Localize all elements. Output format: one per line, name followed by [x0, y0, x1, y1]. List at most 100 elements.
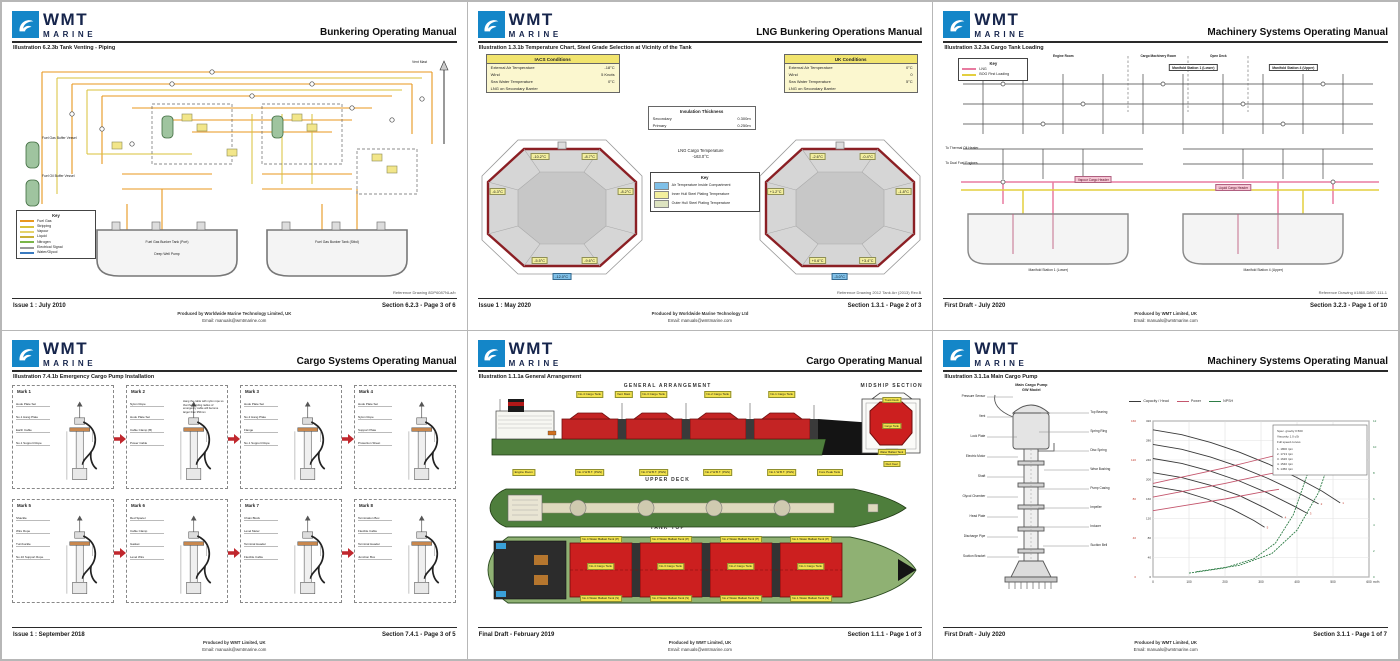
power-tick-label: 40: [1133, 536, 1137, 540]
logo-text: WMT MARINE: [509, 11, 562, 39]
footer-row: First Draft - July 2020 Section 3.1.1 - …: [944, 632, 1387, 638]
chart-series-head: [1153, 458, 1309, 514]
legend-swatch: [20, 220, 34, 223]
curve-number-label: 3: [1310, 512, 1312, 516]
lng-lines: [961, 181, 1380, 214]
part-callout-label: Power Cable: [130, 441, 164, 447]
reference-drawing-note: Reference Drawing 2012 Tank Arr (2013) R…: [836, 290, 922, 295]
footer-row: First Draft - July 2020 Section 3.2.3 - …: [944, 303, 1387, 309]
ga-label-chip: No.1 Cargo Tank: [767, 391, 796, 398]
condition-value: 0.250m: [737, 123, 751, 128]
legend-swatch: [20, 230, 34, 233]
page-bunkering-operating-manual[interactable]: WMT MARINE Bunkering Operating Manual Il…: [2, 2, 467, 330]
valves: [69, 69, 425, 147]
legend-swatch: [20, 225, 34, 228]
ballast-tank-label-chip: No.1 Water Ballast Tank (P): [789, 536, 832, 543]
head-tick-label: 80: [1148, 536, 1152, 540]
ga-label-chip: Fore Peak Tank: [816, 469, 843, 476]
brand-sub: MARINE: [43, 359, 97, 368]
npsh-tick-label: 6: [1373, 497, 1375, 501]
diagram-label: Fuel Oil Buffer Vessel: [42, 174, 75, 178]
pipe-network: [963, 74, 1374, 179]
ga-label-chip: No.1 W.B.T. (P&S): [766, 469, 797, 476]
mark-step-label: Mark 5: [17, 503, 31, 508]
condition-value: 0: [910, 72, 913, 77]
head-tick-label: 280: [1146, 439, 1151, 443]
upper-deck-view: [489, 488, 907, 528]
mark-step-label: Mark 3: [245, 389, 259, 394]
brand-sub: MARINE: [508, 359, 562, 368]
installation-step-sketch: [180, 401, 212, 480]
logo-text: WMT MARINE: [43, 11, 96, 39]
legend-label: Fuel Gas: [37, 218, 52, 223]
page-lng-bunkering-operations-manual[interactable]: WMT MARINE LNG Bunkering Operations Manu…: [467, 2, 933, 330]
page-machinery-systems-cargo-loading[interactable]: WMT MARINE Machinery Systems Operating M…: [933, 2, 1398, 330]
pump-part-label: Disc Spring: [1090, 448, 1107, 452]
condition-label: External Air Temperature: [788, 65, 833, 70]
wmt-wave-icon: [12, 340, 39, 367]
part-callout-label: No.1 Hang Plate: [16, 415, 50, 421]
red-step-arrow: [342, 431, 354, 444]
pump-part-label: Suction Bracket: [963, 554, 986, 558]
installation-step-sketch: [294, 515, 326, 594]
chart-legend-item: Power: [1176, 399, 1201, 403]
produced-by: Produced by WMT Limited, UK: [1134, 640, 1197, 646]
page-cargo-operating-manual[interactable]: WMT MARINE Cargo Operating Manual Illust…: [467, 331, 933, 659]
part-callout-label: Cable Clamp: [130, 529, 164, 535]
part-callout-label: Nylon Rope: [358, 415, 392, 421]
condition-label: Sea Water Temperature: [490, 79, 533, 84]
curve-number-label: 1: [1343, 501, 1345, 505]
page-cargo-systems-operating-manual[interactable]: WMT MARINE Cargo Systems Operating Manua…: [2, 331, 467, 659]
condition-value: -18°C: [604, 65, 615, 70]
upper-deck-heading: UPPER DECK: [645, 477, 691, 483]
page-header: WMT MARINE Bunkering Operating Manual: [12, 8, 457, 39]
legend-swatch: [653, 200, 669, 209]
page-header: WMT MARINE Cargo Operating Manual: [477, 337, 922, 368]
chart-series-power: [1153, 469, 1291, 498]
header-rule: [12, 370, 457, 372]
ballast-tank-label-chip: No.2 Water Ballast Tank (S): [719, 595, 762, 602]
tank-venting-piping-diagram: [25, 60, 449, 277]
legend-item: Liquid: [20, 234, 92, 239]
issue-date: Issue 1 : May 2020: [478, 303, 532, 309]
part-callout-label: Wire Rope: [16, 529, 50, 535]
part-callout-label: Terminal Header: [244, 542, 278, 548]
produced-by: Produced by WMT Limited, UK: [203, 640, 266, 646]
produced-email: Email: manuals@wmtmarine.com: [1133, 317, 1198, 323]
red-step-arrow: [342, 545, 354, 558]
legend-label: Nitrogen: [37, 239, 51, 244]
part-callout-label: Hook Plate Set: [16, 402, 50, 408]
valves: [1000, 81, 1336, 185]
legend-label: Vapour: [37, 229, 49, 233]
part-callout-label: Hook Plate Set: [244, 402, 278, 408]
pump-part-label: Discharge Pipe: [963, 534, 986, 538]
part-callout-label: Level Meter: [244, 529, 278, 535]
equipment-enclosures: [151, 103, 418, 195]
cargo-tanks: [967, 213, 1345, 265]
produced-by-block: Produced by Worldwide Marine Technology …: [2, 311, 467, 324]
ga-label-chip: Engine Room: [512, 469, 536, 476]
bog-lines: [961, 189, 1380, 214]
stripping-lines: [56, 77, 422, 194]
pump-subtitle-line: GW Model: [1022, 387, 1041, 392]
illustration-caption: Illustration 3.2.3a Cargo Tank Loading: [944, 45, 1044, 51]
legend-item: Electrical Signal: [20, 245, 92, 250]
part-callout-label: Earth Cable: [16, 428, 50, 434]
issue-date: Final Draft - February 2019: [478, 632, 555, 638]
chart-series-npsh: [1196, 440, 1338, 573]
produced-email: Email: manuals@wmtmarine.com: [1133, 646, 1198, 652]
x-tick-label: 600: [1367, 580, 1373, 584]
page-machinery-systems-main-cargo-pump[interactable]: WMT MARINE Machinery Systems Operating M…: [933, 331, 1398, 659]
npsh-tick-label: 0: [1373, 575, 1375, 579]
mark-step-label: Mark 6: [131, 503, 145, 508]
x-axis-unit: m³/h: [1373, 580, 1380, 584]
footer-rule: [943, 298, 1388, 299]
ga-label-chip: No.2 Cargo Tank: [703, 391, 732, 398]
page-header: WMT MARINE LNG Bunkering Operations Manu…: [477, 8, 922, 39]
steel-temperature-chip: -6.3°C: [489, 188, 507, 195]
legend-label: BOG First Loading: [979, 71, 1010, 76]
